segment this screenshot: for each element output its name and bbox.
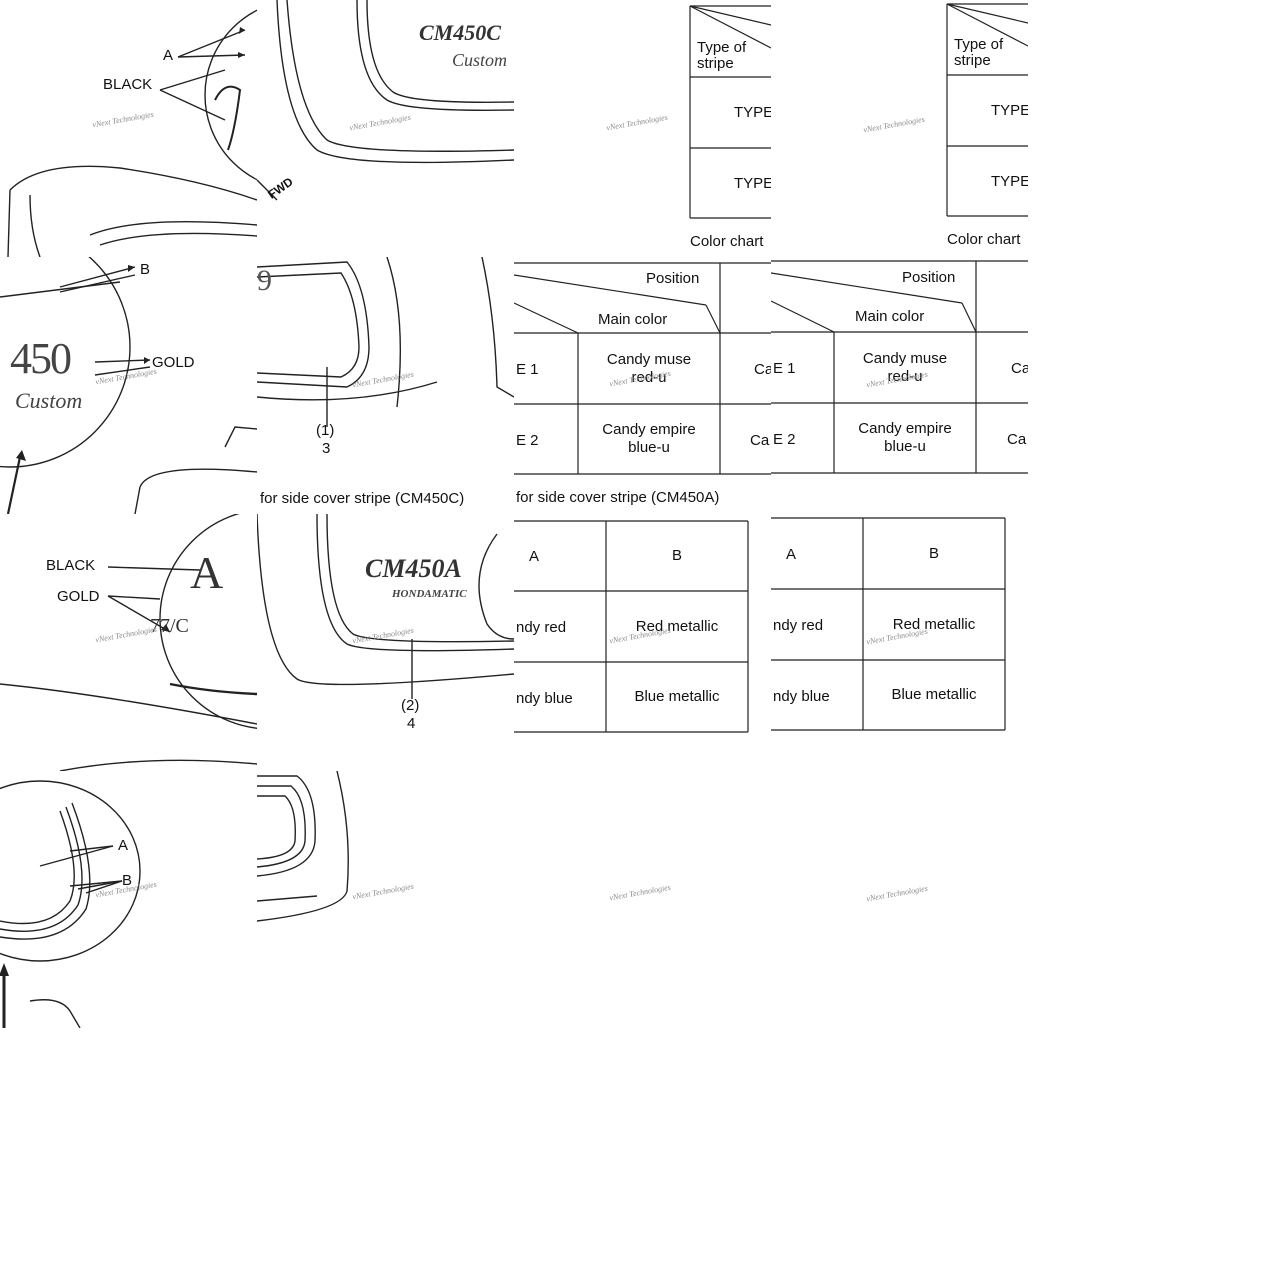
emblem-custom: Custom (15, 388, 83, 413)
part-ref-1: (1) (316, 422, 335, 439)
column-b-header: B (671, 547, 682, 564)
callout-a: A (163, 47, 174, 64)
ca-partial-1: Ca (754, 361, 771, 378)
tile-side-cover-bottom: vNext Technologies (257, 771, 514, 1028)
tile-emblem-top-left: A BLACK vNext Technologies (0, 0, 257, 257)
main-color-header: Main color (855, 308, 925, 325)
callout-gold: GOLD (57, 588, 100, 605)
callout-b: B (140, 261, 151, 278)
emblem-partial: 9 (257, 264, 272, 297)
column-a-header: A (529, 548, 540, 565)
part-ref-2-number: 4 (407, 715, 416, 732)
stripe-closeup-drawing (0, 780, 141, 1028)
emblem-letter-a: A (190, 547, 224, 598)
stripe-table-grid (514, 520, 749, 733)
tile-color-chart-1: Position Main color E 1 E 2 Candy muse r… (514, 257, 771, 514)
column-b-header: B (928, 544, 939, 562)
watermark: vNext Technologies (608, 882, 672, 903)
side-cover-c-caption: for side cover stripe (CM450C) (260, 490, 465, 507)
candy-empire-blue-cell: Candy empire blue-u (602, 421, 696, 456)
type2-label: E 2 (516, 432, 539, 449)
position-header: Position (646, 270, 700, 287)
tile-stripe-closeup: A B vNext Technologies (0, 771, 257, 1028)
callout-gold: GOLD (152, 354, 195, 371)
emblem-hondamatic: HONDAMATIC (392, 588, 467, 600)
type-label-1: TYPE (734, 104, 771, 121)
tile-top-table-1: Type of stripe TYPE TYPE Color chart vNe… (514, 0, 771, 257)
tile-color-chart-2: Position Main color E 1 E 2 Candy muse r… (771, 257, 1028, 514)
tile-blank-1: vNext Technologies (514, 771, 771, 1028)
callout-black: BLACK (46, 557, 96, 574)
position-header: Position (902, 269, 956, 286)
candy-muse-red-cell: Candy muse red-u (606, 350, 692, 386)
type-of-stripe-label: Type of stripe (697, 39, 747, 72)
top-table-grid (689, 5, 771, 219)
candy-red-cell: ndy red (773, 617, 824, 634)
type-label-2: TYPE (991, 173, 1028, 190)
side-cover-bottom-drawing (257, 771, 349, 922)
blue-metallic-cell: Blue metallic (891, 686, 977, 703)
type2-label: E 2 (773, 431, 796, 448)
tile-emblem-a-closeup: A 77/C BLACK GOLD vNext Technologies (0, 514, 257, 771)
type1-label: E 1 (773, 360, 796, 377)
top-table-grid (946, 3, 1028, 217)
ca-partial-2: Ca (1007, 431, 1027, 448)
ca-partial-2: Ca (750, 432, 770, 449)
emblem-custom: Custom (452, 50, 508, 70)
emblem-closeup-drawing (7, 9, 257, 257)
tile-side-cover-c: CM450C Custom FWD vNext Technologies (257, 0, 514, 257)
callout-black: BLACK (103, 76, 153, 93)
red-metallic-cell: Red metallic (892, 615, 976, 633)
color-chart-grid (514, 262, 771, 475)
tile-stripe-table-1: A B ndy red Red metallic ndy blue Blue m… (514, 514, 771, 771)
blue-metallic-cell: Blue metallic (634, 688, 720, 705)
candy-muse-red-cell: Candy muse red-u (862, 349, 948, 385)
emblem-cm450c: CM450C (419, 20, 501, 45)
color-chart-caption: Color chart (690, 233, 764, 250)
ca-partial-1: Ca (1011, 360, 1028, 377)
side-cover-drawing (257, 0, 514, 201)
tile-top-table-2: Type of stripe TYPE TYPE Color chart vNe… (771, 0, 1028, 257)
candy-blue-cell: ndy blue (516, 690, 573, 707)
side-cover-drawing (257, 257, 514, 427)
column-a-header: A (786, 546, 797, 563)
color-chart-caption: Color chart (947, 231, 1021, 248)
color-chart-grid (771, 260, 1028, 474)
candy-empire-blue-cell: Candy empire blue-u (858, 420, 952, 455)
tile-stripe-table-2: A B ndy red Red metallic ndy blue Blue m… (771, 514, 1028, 771)
callout-b: B (122, 872, 133, 889)
candy-red-cell: ndy red (516, 619, 567, 636)
emblem-a-closeup-drawing (0, 514, 257, 771)
part-ref-1-number: 3 (322, 440, 331, 457)
tile-emblem-gold: 450 Custom B GOLD vNext Technologies (0, 257, 257, 514)
type-of-stripe-label: Type of stripe (954, 36, 1004, 69)
side-cover-a-drawing (257, 514, 514, 699)
main-color-header: Main color (598, 311, 668, 328)
gold-closeup-drawing (0, 257, 257, 514)
emblem-450-partial: 450 (10, 334, 72, 383)
callout-a: A (118, 837, 129, 854)
stripe-table-grid (771, 517, 1006, 731)
type-label-1: TYPE (991, 102, 1028, 119)
tile-side-cover-a: CM450A HONDAMATIC (2) 4 vNext Technologi… (257, 514, 514, 771)
type1-label: E 1 (516, 361, 539, 378)
red-metallic-cell: Red metallic (635, 617, 719, 635)
watermark: vNext Technologies (865, 883, 929, 904)
side-cover-a-caption: for side cover stripe (CM450A) (516, 489, 720, 506)
candy-blue-cell: ndy blue (773, 688, 830, 705)
tile-part-ref-1: 9 (1) 3 for side cover stripe (CM450C) v… (257, 257, 514, 514)
emblem-177c: 77/C (150, 615, 189, 637)
part-ref-2: (2) (401, 697, 420, 714)
tile-blank-2: vNext Technologies (771, 771, 1028, 1028)
type-label-2: TYPE (734, 175, 771, 192)
emblem-cm450a: CM450A (365, 554, 462, 583)
